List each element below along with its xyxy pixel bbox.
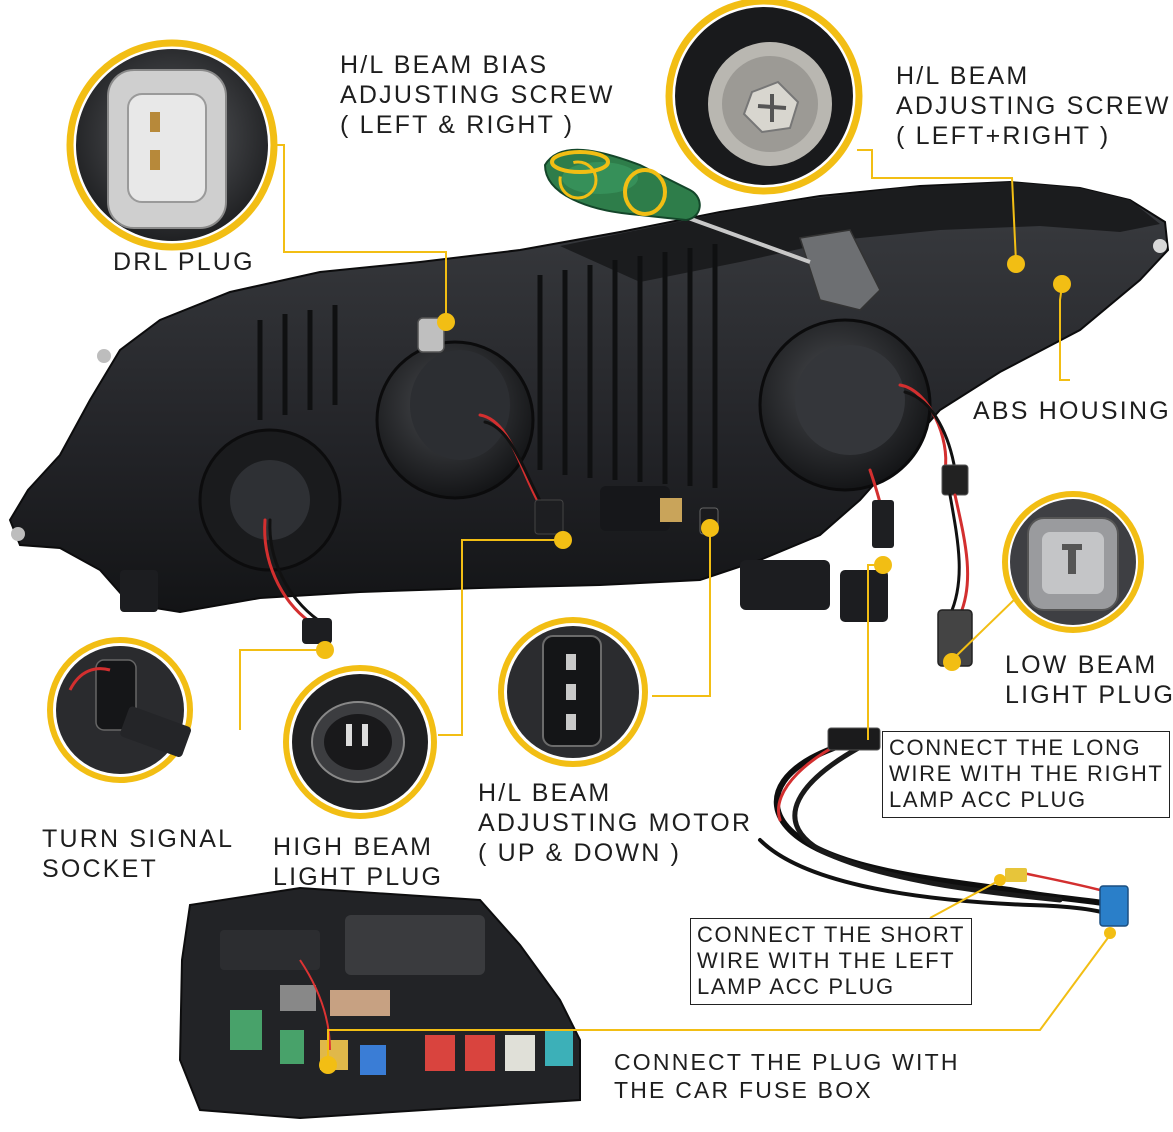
beam-screw-label: H/L BEAM ADJUSTING SCREW ( LEFT+RIGHT ) — [896, 61, 1171, 151]
long-wire-callout-line: LAMP ACC PLUG — [889, 787, 1087, 812]
long-wire-callout-line: WIRE WITH THE RIGHT — [889, 761, 1164, 786]
bias-screw-label: H/L BEAM BIAS ADJUSTING SCREW ( LEFT & R… — [340, 50, 615, 140]
long-wire-callout: CONNECT THE LONG WIRE WITH THE RIGHT LAM… — [882, 731, 1171, 818]
adjusting-screw-inset — [665, 0, 863, 195]
motor-label-line: ( UP & DOWN ) — [478, 839, 682, 867]
bias-screw-label-line: H/L BEAM BIAS — [340, 51, 549, 79]
motor-label-line: ADJUSTING MOTOR — [478, 809, 753, 837]
short-wire-callout-line: WIRE WITH THE LEFT — [697, 948, 956, 973]
screwdriver — [543, 148, 811, 264]
motor-label-line: H/L BEAM — [478, 779, 612, 807]
short-wire-callout-line: LAMP ACC PLUG — [697, 974, 895, 999]
low-beam-label-line: LOW BEAM — [1005, 651, 1158, 679]
drl-plug-inset — [66, 39, 278, 251]
motor-label: H/L BEAM ADJUSTING MOTOR ( UP & DOWN ) — [478, 778, 752, 868]
fuse-box — [178, 886, 581, 1120]
high-beam-label: HIGH BEAM LIGHT PLUG — [273, 832, 443, 892]
drl-plug-label: DRL PLUG — [113, 248, 255, 276]
beam-screw-label-line: H/L BEAM — [896, 62, 1030, 90]
motor-plug-inset — [498, 617, 648, 767]
low-beam-label: LOW BEAM LIGHT PLUG — [1005, 650, 1173, 710]
short-wire-callout-line: CONNECT THE SHORT — [697, 922, 966, 947]
turn-signal-label: TURN SIGNAL SOCKET — [42, 824, 234, 884]
housing-wires — [263, 383, 973, 667]
low-beam-label-line: LIGHT PLUG — [1005, 681, 1173, 709]
turn-signal-label-line: TURN SIGNAL — [42, 825, 235, 853]
long-wire-callout-line: CONNECT THE LONG — [889, 735, 1142, 760]
low-beam-plug-inset — [1002, 491, 1144, 633]
turn-signal-socket-inset — [47, 637, 193, 783]
high-beam-label-line: LIGHT PLUG — [273, 863, 444, 891]
high-beam-plug-inset — [283, 665, 437, 819]
beam-screw-label-line: ( LEFT+RIGHT ) — [896, 122, 1111, 150]
bias-screw-label-line: ADJUSTING SCREW — [340, 81, 615, 109]
fuse-box-label: CONNECT THE PLUG WITH THE CAR FUSE BOX — [614, 1048, 960, 1104]
callout-dots — [316, 255, 1116, 1074]
fuse-box-label-line: CONNECT THE PLUG WITH — [614, 1049, 960, 1075]
bias-screw-label-line: ( LEFT & RIGHT ) — [340, 111, 575, 139]
short-wire-callout: CONNECT THE SHORT WIRE WITH THE LEFT LAM… — [690, 918, 973, 1005]
fuse-box-label-line: THE CAR FUSE BOX — [614, 1077, 873, 1103]
headlight-housing — [8, 180, 1170, 622]
turn-signal-label-line: SOCKET — [42, 855, 158, 883]
beam-screw-label-line: ADJUSTING SCREW — [896, 92, 1171, 120]
high-beam-label-line: HIGH BEAM — [273, 833, 434, 861]
abs-housing-label: ABS HOUSING — [973, 397, 1171, 425]
